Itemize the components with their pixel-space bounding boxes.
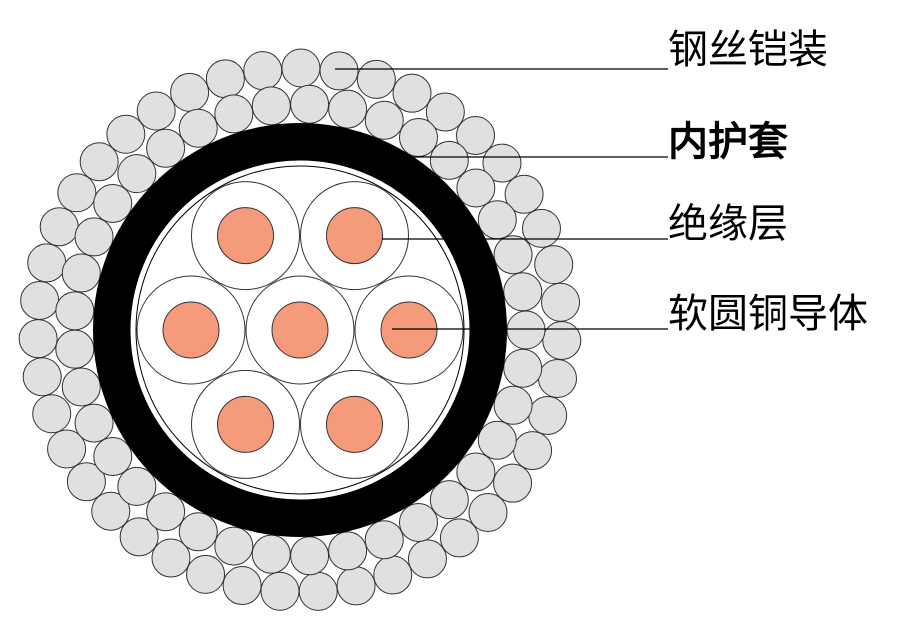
armor-wire	[534, 245, 574, 285]
armor-wire	[47, 429, 87, 469]
armor-wire	[528, 395, 568, 435]
label-conductor: 软圆铜导体	[668, 291, 868, 337]
armor-wire	[328, 89, 368, 129]
armor-wire	[74, 403, 114, 443]
armor-wire	[93, 437, 133, 477]
armor-wire	[392, 73, 432, 113]
armor-wire	[117, 466, 157, 506]
armor-wire	[429, 480, 469, 520]
armor-wire	[429, 140, 469, 180]
armor-wire	[205, 59, 245, 99]
armor-wire	[260, 571, 300, 611]
armor-wire	[493, 235, 533, 275]
armor-wire	[91, 491, 131, 531]
armor-wire	[79, 142, 119, 182]
armor-wire	[74, 217, 114, 257]
armor-wire	[39, 207, 79, 247]
armor-wire	[243, 51, 283, 91]
copper-conductor	[217, 207, 274, 265]
armor-wire	[136, 91, 176, 131]
armor-wire	[425, 92, 465, 132]
armor-wire	[32, 394, 72, 434]
armor-wire	[117, 154, 157, 194]
armor-wire	[493, 385, 533, 425]
copper-conductor	[380, 301, 438, 359]
armor-wire	[298, 571, 338, 611]
copper-conductor	[326, 207, 383, 265]
armor-wire	[477, 420, 517, 460]
armor-wire	[27, 243, 67, 283]
armor-wire	[456, 115, 496, 155]
armor-wire	[170, 72, 210, 112]
armor-wire	[22, 357, 62, 397]
armor-wire	[541, 282, 581, 322]
armor-wire	[456, 452, 496, 492]
steel-wire-armor	[18, 48, 582, 611]
armor-wire	[356, 59, 396, 99]
leader-lines	[335, 68, 668, 330]
armor-wire	[18, 319, 58, 359]
armor-wire	[521, 208, 561, 248]
armor-wire	[186, 554, 226, 594]
copper-conductor	[162, 301, 220, 359]
armor-wire	[398, 118, 438, 158]
armor-wire	[146, 128, 186, 168]
armor-wire	[178, 108, 218, 148]
armor-wire	[222, 566, 262, 606]
armor-wire	[504, 174, 544, 214]
armor-wire	[251, 86, 291, 126]
armor-wire	[542, 320, 582, 360]
label-armor: 钢丝铠装	[668, 27, 828, 73]
armor-wire	[290, 84, 330, 124]
armor-wire	[281, 48, 321, 88]
copper-conductor	[271, 301, 329, 359]
armor-wire	[373, 555, 413, 595]
label-inner-sheath: 内护套	[668, 119, 788, 165]
armor-wire	[537, 358, 577, 398]
armor-wire	[251, 534, 291, 574]
armor-wire	[506, 310, 546, 350]
armor-wire	[61, 253, 101, 293]
armor-wire	[20, 280, 60, 320]
armor-wire	[503, 272, 543, 312]
armor-wire	[439, 518, 479, 558]
armor-wire	[398, 502, 438, 542]
armor-wire	[214, 94, 254, 134]
copper-conductor	[326, 395, 383, 453]
armor-wire	[319, 51, 359, 91]
armor-wire	[55, 329, 95, 369]
armor-wire	[336, 566, 376, 606]
armor-wire	[503, 348, 543, 388]
armor-wire	[290, 536, 330, 576]
armor-wire	[119, 517, 159, 557]
armor-wire	[364, 100, 404, 140]
copper-conductor	[217, 395, 274, 453]
armor-wire	[407, 539, 447, 579]
armor-wire	[328, 531, 368, 571]
armor-wire	[482, 143, 522, 183]
armor-wire	[146, 492, 186, 532]
armor-wire	[468, 493, 508, 533]
armor-wire	[57, 173, 97, 213]
armor-wire	[214, 526, 254, 566]
cores	[136, 181, 464, 479]
armor-wire	[178, 512, 218, 552]
armor-wire	[61, 367, 101, 407]
armor-wire	[93, 183, 133, 223]
armor-wire	[513, 431, 553, 471]
armor-wire	[66, 462, 106, 502]
armor-wire	[493, 463, 533, 503]
armor-wire	[106, 114, 146, 154]
armor-wire	[477, 200, 517, 240]
armor-wire	[364, 520, 404, 560]
label-insulation: 绝缘层	[668, 201, 788, 247]
armor-wire	[151, 538, 191, 578]
armor-wire	[55, 291, 95, 331]
armor-wire	[456, 168, 496, 208]
